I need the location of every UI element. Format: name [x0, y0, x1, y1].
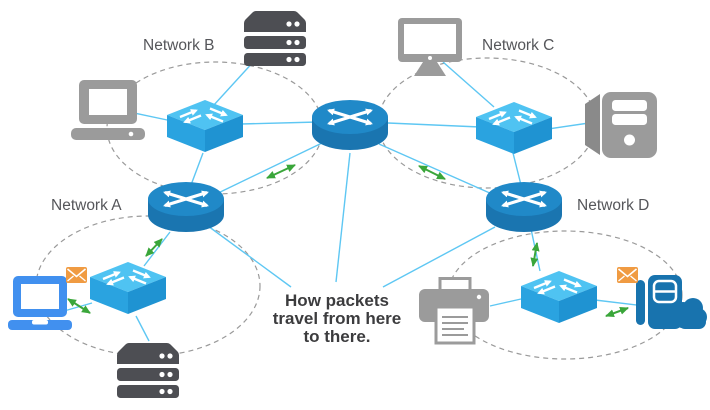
network-c-label: Network C: [482, 37, 555, 54]
tower-pc-icon: [585, 92, 657, 158]
link-switchA-serverA: [135, 315, 150, 342]
traffic-arrow: [145, 238, 163, 257]
email-icon: [616, 266, 639, 284]
monitor-icon: [398, 18, 462, 76]
network-a-label: Network A: [51, 197, 122, 214]
caption-line: to there.: [303, 327, 371, 346]
router-d-icon: [486, 182, 562, 232]
link-core-router-caption: [335, 152, 351, 283]
traffic-arrow: [605, 306, 629, 318]
desktop-computer-icon: [71, 80, 145, 140]
traffic-arrow: [530, 242, 540, 267]
link-monitor-switchC: [442, 61, 495, 108]
printer-icon: [417, 277, 491, 345]
server-stack-a-icon: [117, 343, 179, 398]
link-routerD-caption: [382, 226, 496, 288]
traffic-arrow: [266, 164, 296, 179]
link-routerA-switchA: [143, 231, 171, 267]
diagram-caption: How packets travel from here to there.: [257, 292, 417, 346]
caption-line: travel from here: [272, 309, 402, 328]
caption-line: How packets: [285, 291, 389, 310]
link-switchB-core-router: [240, 121, 319, 125]
link-switchB-routerA: [190, 152, 204, 186]
server-stack-b-icon: [244, 11, 306, 66]
network-d-label: Network D: [577, 197, 650, 214]
network-b-label: Network B: [143, 37, 215, 54]
switch-d-icon: [521, 271, 597, 323]
link-core-router-routerD: [378, 143, 493, 195]
cloud-server-icon: [634, 273, 709, 331]
link-routerA-caption: [207, 225, 292, 288]
switch-b-icon: [167, 100, 243, 152]
router-a-icon: [148, 182, 224, 232]
core-router-icon: [312, 100, 388, 150]
email-icon: [65, 266, 88, 284]
traffic-arrow: [418, 165, 446, 180]
link-switchC-tower: [547, 122, 590, 130]
link-core-router-switchC: [387, 122, 481, 128]
switch-c-icon: [476, 102, 552, 154]
switch-a-icon: [90, 262, 166, 314]
link-switchC-routerD: [512, 152, 522, 186]
connection-lines: [63, 58, 646, 342]
traffic-arrow: [67, 298, 91, 314]
laptop-icon: [8, 276, 72, 330]
link-switchD-printer: [489, 298, 522, 307]
link-switchB-serverB: [212, 58, 257, 107]
link-core-router-routerA: [211, 142, 323, 197]
traffic-arrows: [67, 164, 629, 318]
